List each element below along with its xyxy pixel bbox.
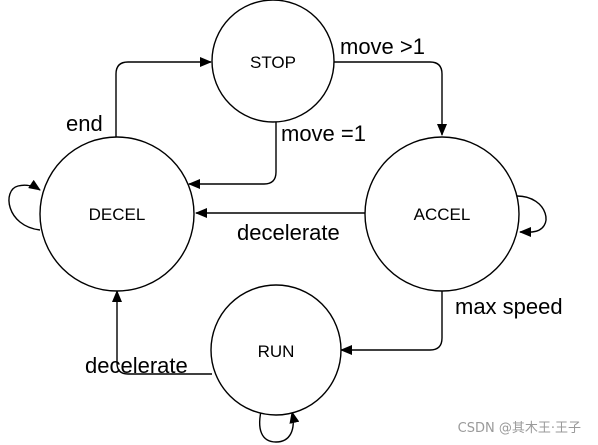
- edge-stop-to-accel: [334, 61, 447, 136]
- edge-stop-to-decel: [188, 118, 277, 189]
- label-accel-to-decel: decelerate: [237, 220, 340, 245]
- state-accel-label: ACCEL: [414, 205, 471, 224]
- watermark-text: CSDN @其木王·王子: [458, 421, 581, 436]
- edge-run-self-loop: [258, 406, 300, 443]
- state-decel: [39, 136, 195, 292]
- state-run-label: RUN: [258, 342, 295, 361]
- state-decel-label: DECEL: [89, 205, 146, 224]
- label-stop-to-decel: move =1: [281, 121, 366, 146]
- state-run: [210, 284, 342, 416]
- edge-accel-self-loop: [516, 195, 547, 237]
- edge-accel-to-run: [340, 290, 443, 355]
- label-stop-to-accel: move >1: [340, 34, 425, 59]
- label-run-to-decel: decelerate: [85, 353, 188, 378]
- label-accel-to-run: max speed: [455, 294, 563, 319]
- state-stop: [211, 0, 335, 123]
- edge-run-to-decel: [112, 290, 212, 375]
- state-accel: [364, 136, 520, 292]
- edge-decel-to-stop: [115, 57, 212, 137]
- edge-decel-self-loop: [8, 179, 41, 231]
- label-decel-to-stop: end: [66, 111, 103, 136]
- state-stop-label: STOP: [250, 53, 296, 72]
